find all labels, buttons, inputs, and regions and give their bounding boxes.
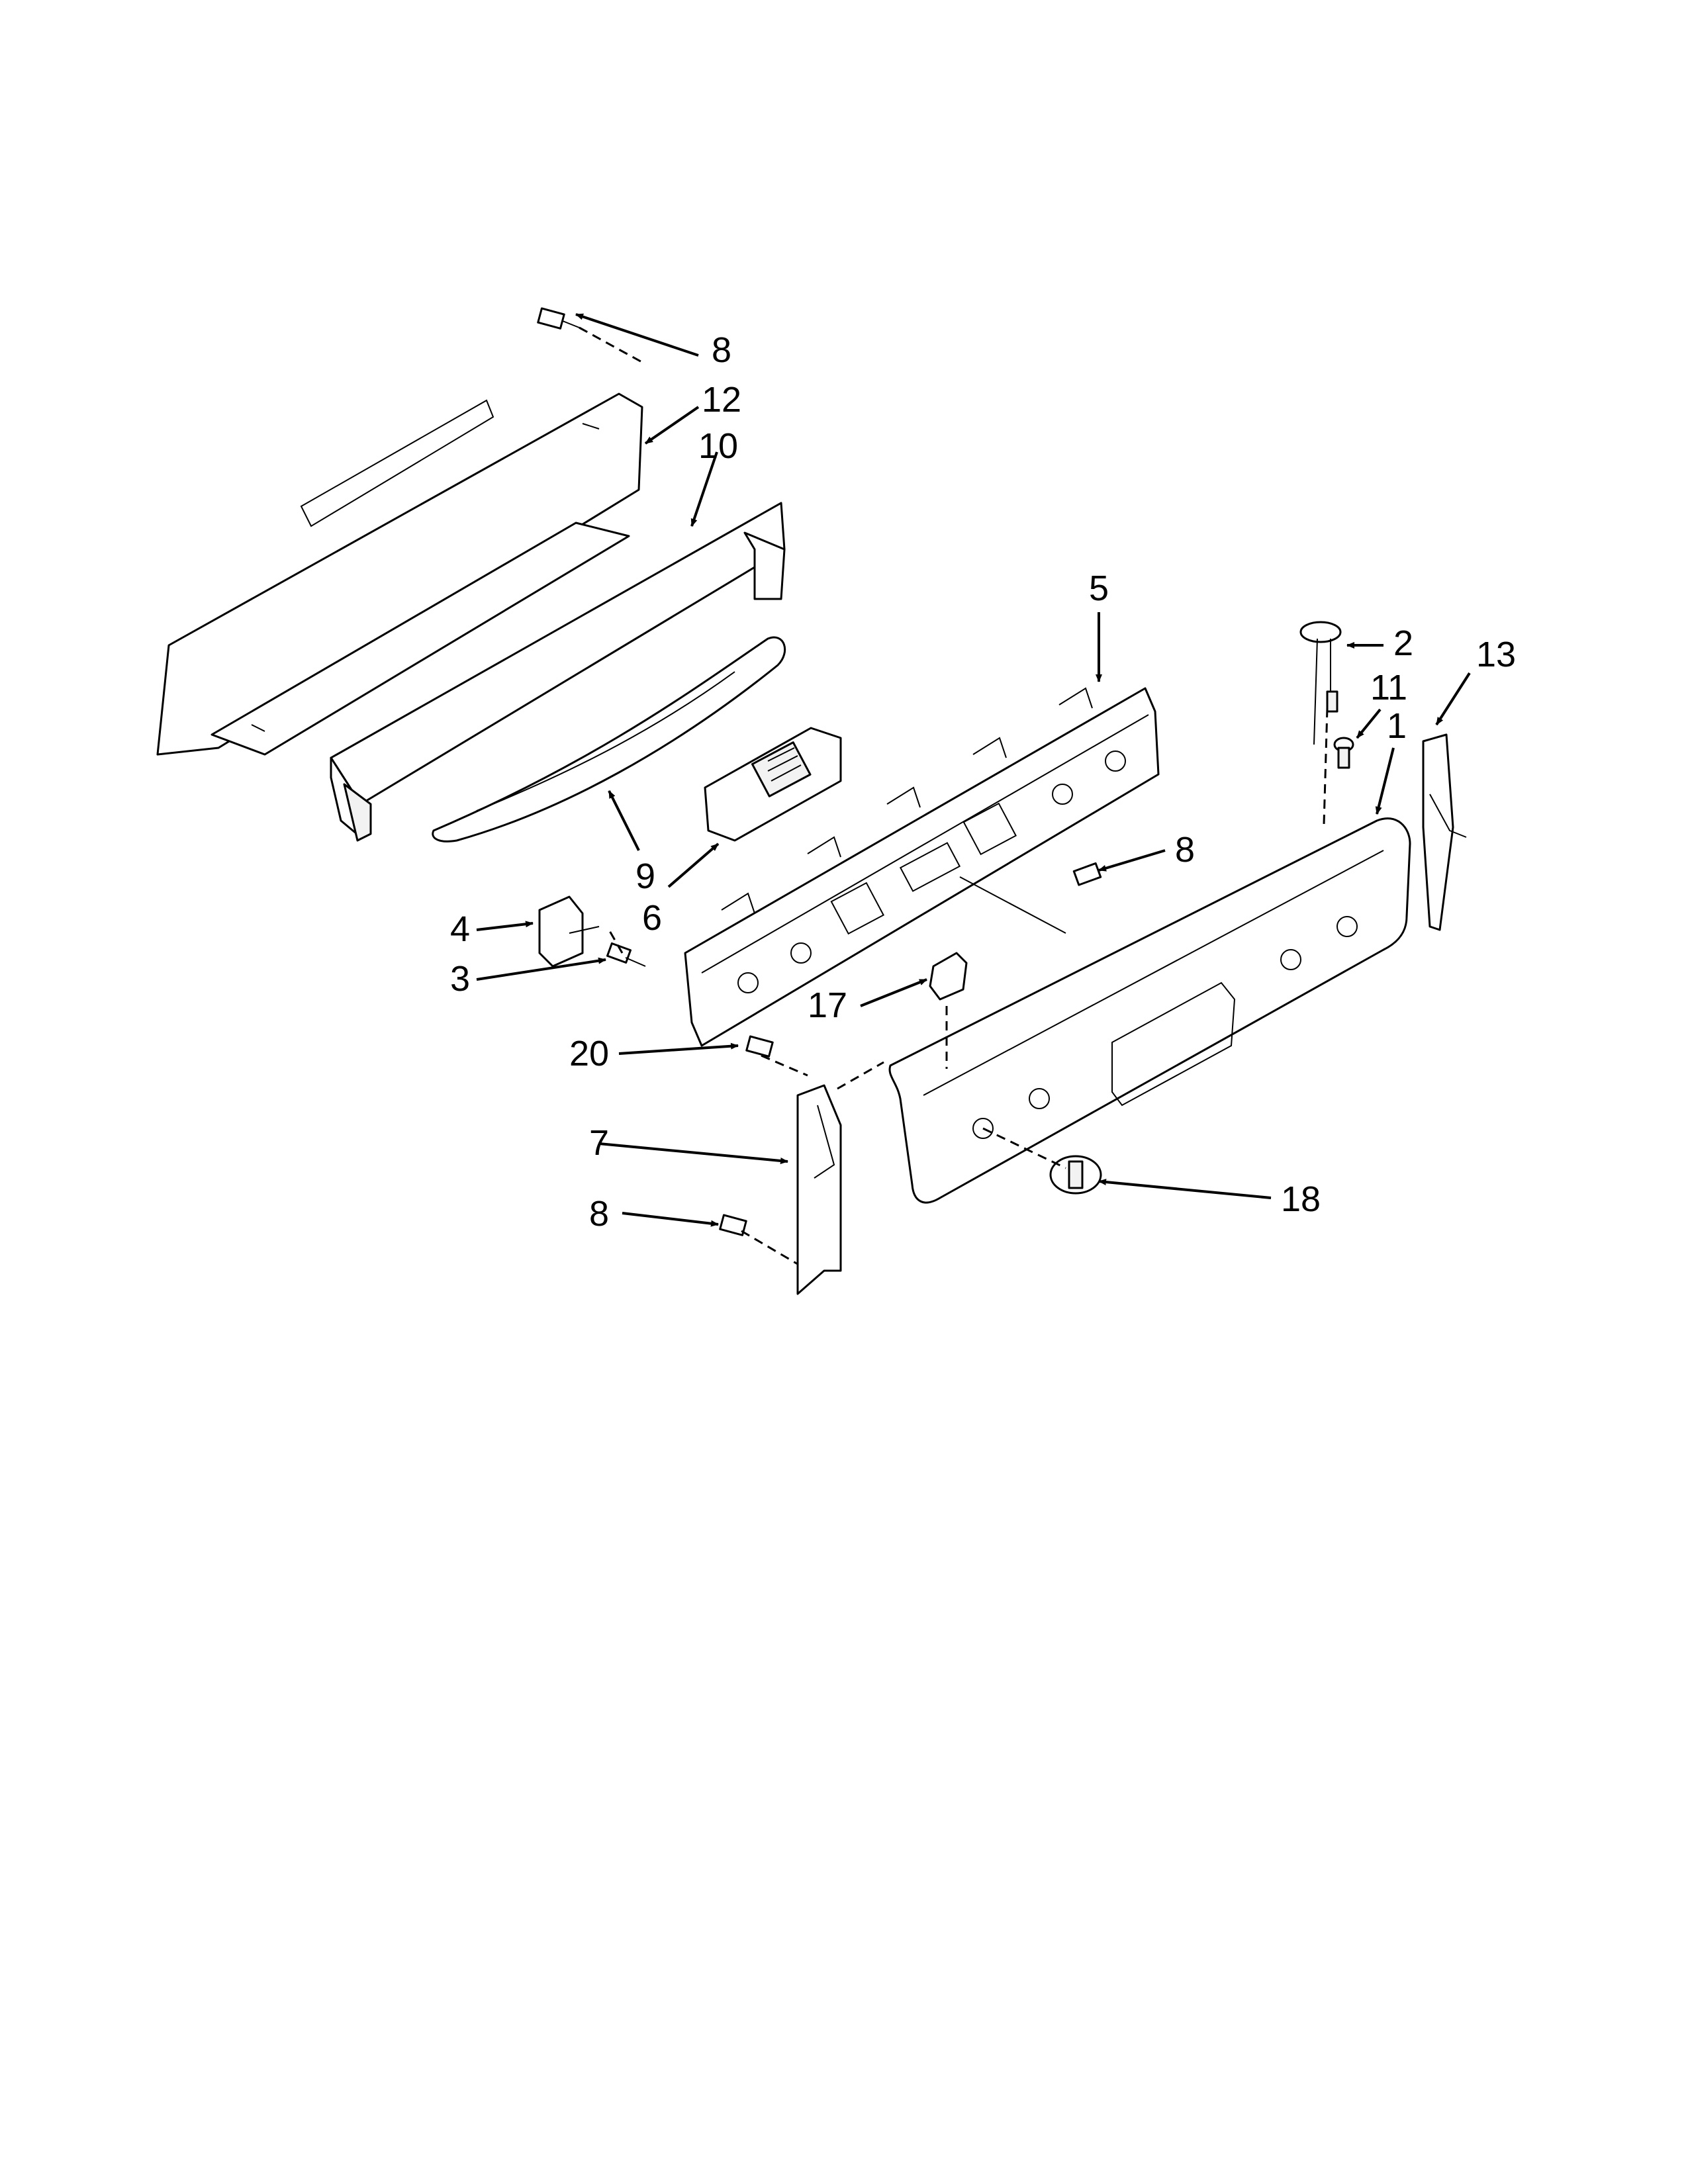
callout-18: 18 bbox=[1281, 1179, 1321, 1219]
control-panel-front-1 bbox=[888, 817, 1411, 1204]
assembly-guide-lines bbox=[579, 326, 1329, 1265]
callout-8-top-screw: 8 bbox=[712, 330, 731, 370]
callout-6: 6 bbox=[642, 898, 662, 938]
lamp-11 bbox=[1333, 737, 1354, 769]
callout-10: 10 bbox=[698, 426, 738, 466]
screw-3 bbox=[606, 942, 646, 967]
indicator-light-2 bbox=[1299, 621, 1342, 745]
leader-lines bbox=[476, 313, 1471, 1227]
end-bracket-7 bbox=[796, 1084, 842, 1295]
callout-8-panel-screw: 8 bbox=[1175, 830, 1195, 870]
callout-11: 11 bbox=[1370, 668, 1407, 707]
end-bracket-13 bbox=[1422, 733, 1467, 931]
rear-panel-12 bbox=[156, 392, 643, 756]
screw-8c bbox=[719, 1214, 747, 1236]
screw-8a bbox=[537, 307, 580, 330]
selector-switch-4 bbox=[538, 895, 600, 968]
switch-17 bbox=[929, 952, 968, 1001]
trim-strip-9 bbox=[432, 636, 786, 842]
callout-17: 17 bbox=[808, 985, 847, 1025]
callout-labels: 8 12 10 5 2 11 1 13 9 6 8 4 3 17 20 7 8 … bbox=[450, 330, 1516, 1234]
control-board-6 bbox=[704, 727, 842, 842]
callout-7: 7 bbox=[589, 1123, 609, 1163]
callout-5: 5 bbox=[1089, 569, 1109, 608]
callout-20: 20 bbox=[569, 1034, 609, 1073]
console-panel-5 bbox=[684, 687, 1160, 1047]
callout-13: 13 bbox=[1476, 635, 1516, 674]
callout-1: 1 bbox=[1387, 706, 1407, 746]
knob-18 bbox=[1049, 1155, 1102, 1195]
callout-9: 9 bbox=[635, 856, 655, 896]
callout-12: 12 bbox=[702, 380, 741, 420]
frame-10 bbox=[330, 502, 786, 842]
callout-3: 3 bbox=[450, 959, 470, 999]
screw-20 bbox=[745, 1035, 774, 1058]
callout-8-bracket-screw: 8 bbox=[589, 1194, 609, 1234]
callout-4: 4 bbox=[450, 909, 470, 949]
callout-2: 2 bbox=[1393, 623, 1413, 663]
screw-8b bbox=[1072, 862, 1102, 886]
